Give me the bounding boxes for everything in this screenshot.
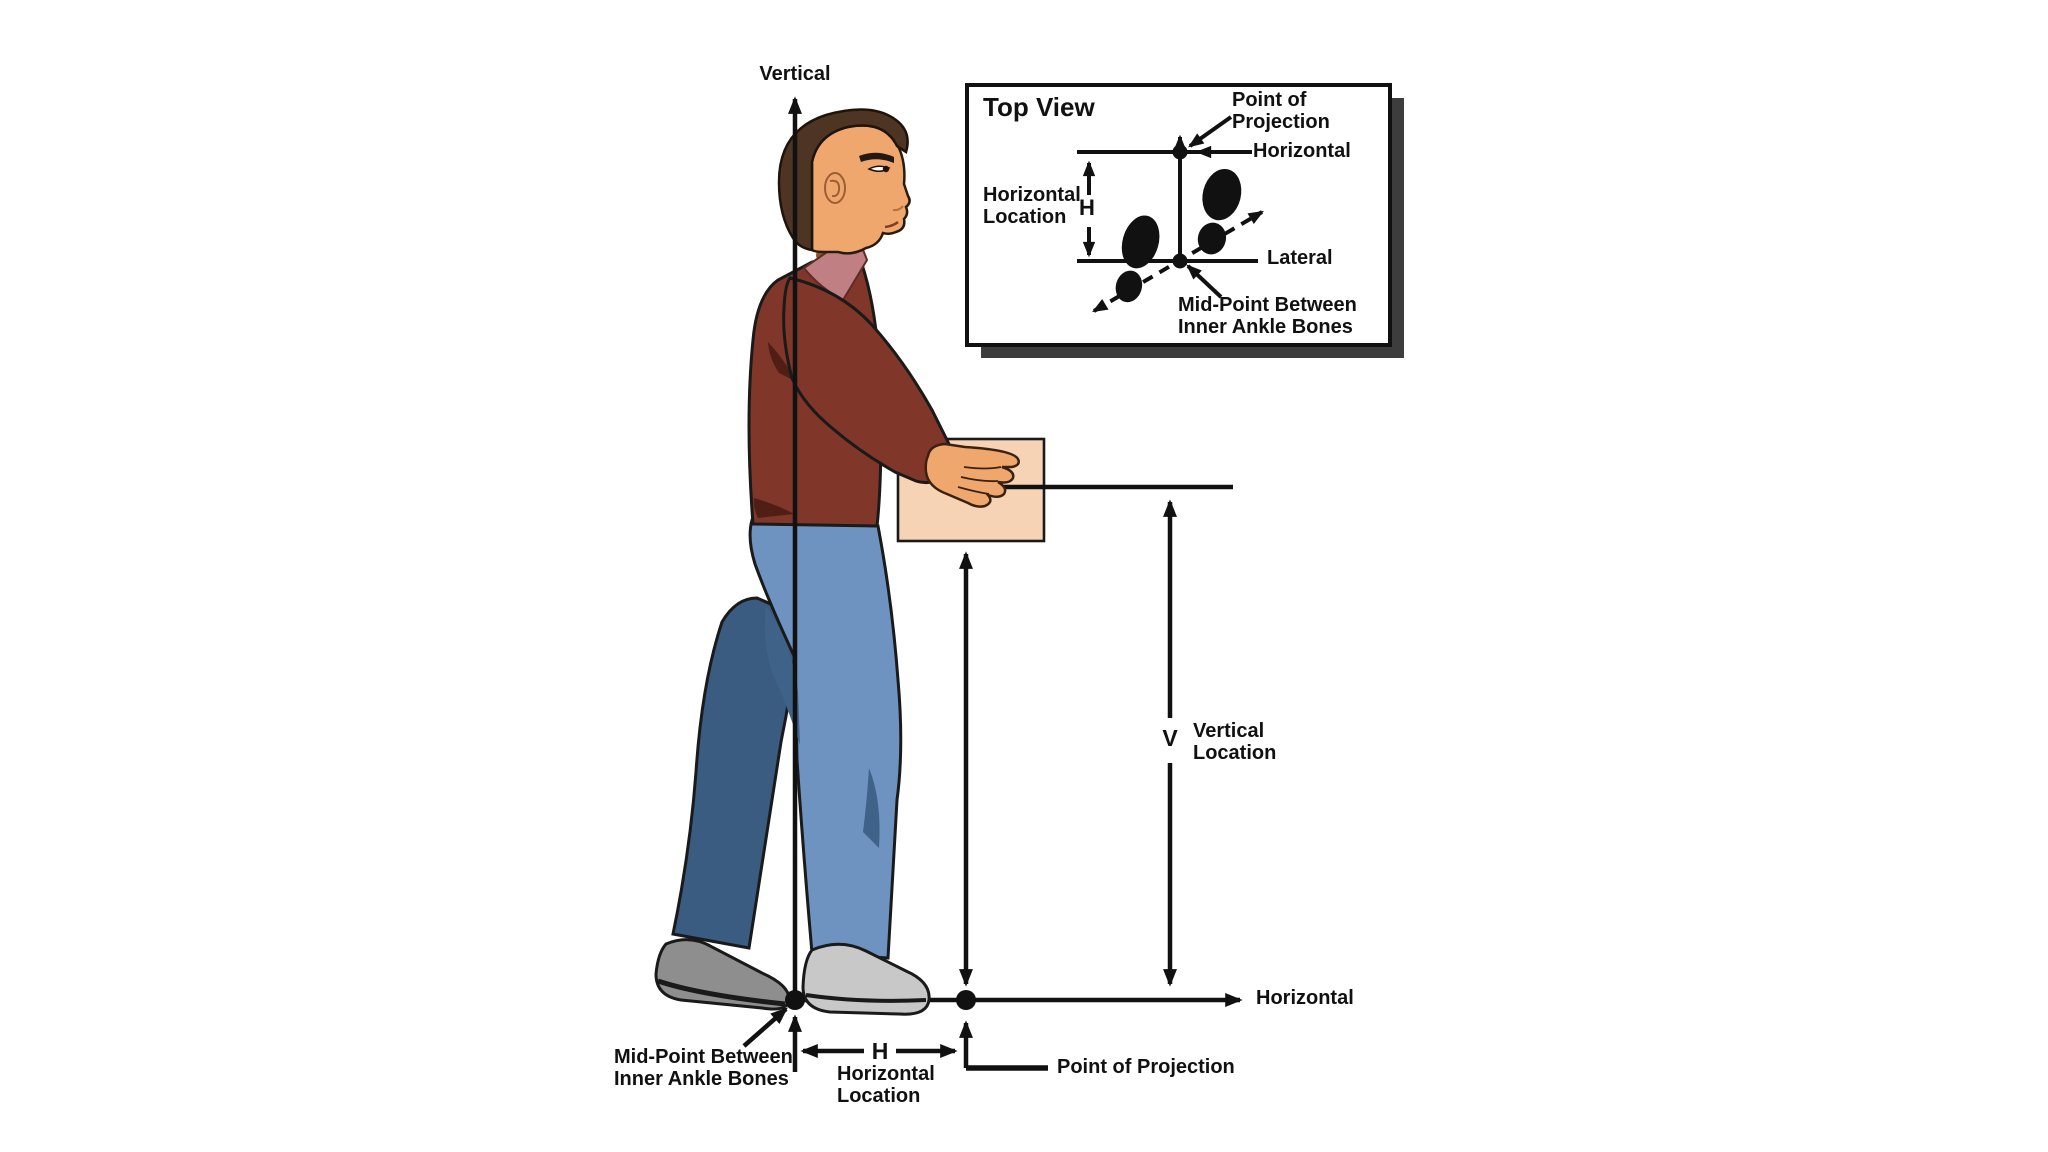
horizontal-axis-label: Horizontal [1256,987,1354,1009]
inset-midpoint-pointer-arrow [1186,264,1223,299]
arm-sleeve [782,276,953,485]
inset-horizontal-location-line2: Location [983,205,1067,228]
inset-midpoint-line2: Inner Ankle Bones [1178,315,1353,338]
inset-horizontal-location-line1: Horizontal [983,184,1081,206]
eyebrow [859,152,894,163]
horizontal-location-line1: Horizontal [837,1063,935,1085]
hand [924,442,1020,508]
ear-inner-line [829,179,841,198]
inset-horizontal-location-label: Horizontal Location [983,184,1081,228]
vertical-location-line1: Vertical [1193,720,1265,742]
inset-ankle-midpoint-dot [1172,253,1188,269]
nose-line [892,205,904,212]
inset-projection-line1: Point of [1232,89,1307,111]
vertical-axis-label: Vertical [759,63,831,85]
inset-midpoint-line1: Mid-Point Between [1178,294,1357,316]
far-shoe [654,938,791,1011]
ear [824,172,846,204]
far-shoe-sole [657,978,786,1007]
sweater-waist-shading [753,498,794,518]
h-symbol: H [871,1038,889,1064]
inset-horizontal-label: Horizontal [1253,140,1351,162]
near-shin-shading [863,768,880,848]
right-footprint-toe [1202,168,1242,221]
vertical-location-label: Vertical Location [1193,720,1277,764]
finger-lines [957,466,1002,495]
midpoint-pointer-arrow [742,1007,788,1048]
ankle-midpoint-dot [785,990,805,1010]
near-leg-shading [764,606,800,745]
midpoint-label: Mid-Point Between Inner Ankle Bones [614,1046,793,1090]
inset-projection-line2: Projection [1232,110,1330,133]
pupil [882,165,890,173]
point-of-projection-label: Point of Projection [1057,1056,1235,1078]
v-symbol: V [1162,725,1178,751]
inset-projection-label: Point of Projection [1232,89,1330,133]
midpoint-line1: Mid-Point Between [614,1046,793,1068]
hand-shape [924,442,1020,508]
near-shoe-sole [805,993,927,1003]
person-figure [654,108,1233,1016]
horizontal-location-line2: Location [837,1084,921,1107]
midpoint-line2: Inner Ankle Bones [614,1067,789,1090]
hair [777,108,909,252]
top-view-inset [965,83,1404,358]
mouth-line [884,221,899,229]
point-of-projection-dot [956,990,976,1010]
inset-midpoint-label: Mid-Point Between Inner Ankle Bones [1178,294,1357,338]
vertical-location-line2: Location [1193,741,1277,764]
inset-title: Top View [983,92,1095,122]
head [777,108,911,255]
inset-h-symbol: H [1079,195,1095,220]
near-leg [748,518,903,960]
horizontal-location-label: Horizontal Location [837,1063,935,1107]
inset-lateral-label: Lateral [1267,247,1333,269]
inset-projection-pointer-arrow [1188,115,1233,148]
near-shoe [801,942,931,1016]
